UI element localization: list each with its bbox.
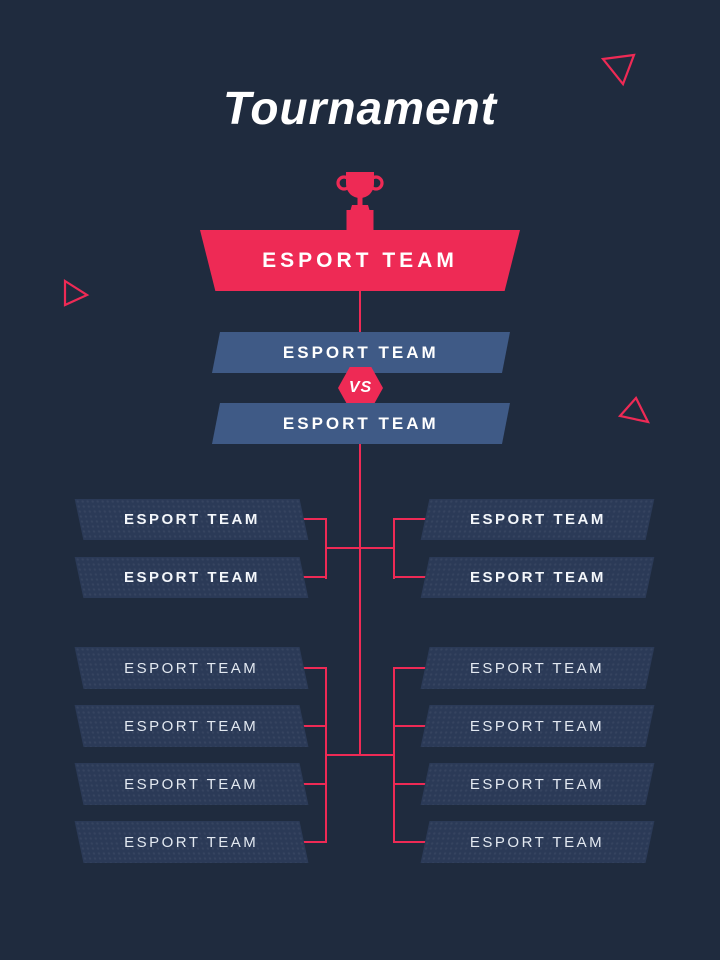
- team-label: ESPORT TEAM: [123, 511, 260, 528]
- bracket-connector-line: [300, 725, 327, 727]
- semifinal-slot-left-2: ESPORT TEAM: [74, 557, 309, 598]
- round1-slot-right-2: ESPORT TEAM: [420, 705, 655, 747]
- bracket-connector-line: [300, 841, 327, 843]
- team-label: ESPORT TEAM: [283, 413, 439, 433]
- triangle-decoration-left: [63, 278, 90, 307]
- bracket-connector-line: [393, 576, 426, 578]
- bracket-connector-line: [393, 518, 395, 579]
- team-label: ESPORT TEAM: [470, 659, 605, 677]
- bracket-connector-line: [300, 783, 327, 785]
- page-title: Tournament: [222, 82, 498, 134]
- bracket-connector-line: [393, 667, 395, 843]
- semifinal-slot-right-1: ESPORT TEAM: [420, 499, 655, 540]
- team-label: ESPORT TEAM: [470, 717, 605, 735]
- team-label: ESPORT TEAM: [469, 569, 606, 586]
- triangle-decoration-mid-right: [617, 396, 651, 424]
- trophy-icon: [336, 172, 384, 232]
- finals-slot-bottom: ESPORT TEAM: [212, 403, 510, 444]
- round1-slot-left-4: ESPORT TEAM: [74, 821, 309, 863]
- round1-slot-right-4: ESPORT TEAM: [420, 821, 655, 863]
- round1-slot-left-2: ESPORT TEAM: [74, 705, 309, 747]
- bracket-connector-line: [325, 754, 395, 756]
- bracket-center-line: [359, 291, 361, 755]
- bracket-connector-line: [393, 783, 426, 785]
- team-label: ESPORT TEAM: [124, 775, 259, 793]
- round1-slot-left-1: ESPORT TEAM: [74, 647, 309, 689]
- semifinal-slot-left-1: ESPORT TEAM: [74, 499, 309, 540]
- team-label: ESPORT TEAM: [470, 775, 605, 793]
- bracket-connector-line: [393, 667, 426, 669]
- bracket-connector-line: [393, 725, 426, 727]
- round1-slot-left-3: ESPORT TEAM: [74, 763, 309, 805]
- round1-slot-right-1: ESPORT TEAM: [420, 647, 655, 689]
- bracket-connector-line: [300, 518, 327, 520]
- semifinal-slot-right-2: ESPORT TEAM: [420, 557, 655, 598]
- champion-team-label: ESPORT TEAM: [262, 248, 458, 272]
- bracket-connector-line: [300, 667, 327, 669]
- team-label: ESPORT TEAM: [124, 659, 259, 677]
- round1-slot-right-3: ESPORT TEAM: [420, 763, 655, 805]
- champion-banner: ESPORT TEAM: [200, 230, 520, 291]
- bracket-connector-line: [325, 547, 395, 549]
- team-label: ESPORT TEAM: [470, 833, 605, 851]
- bracket-connector-line: [393, 518, 426, 520]
- triangle-decoration-top-right: [600, 53, 636, 87]
- finals-slot-top: ESPORT TEAM: [212, 332, 510, 373]
- team-label: ESPORT TEAM: [469, 511, 606, 528]
- team-label: ESPORT TEAM: [124, 833, 259, 851]
- bracket-connector-line: [300, 576, 327, 578]
- team-label: ESPORT TEAM: [283, 342, 439, 362]
- bracket-connector-line: [393, 841, 426, 843]
- vs-label: VS: [348, 379, 373, 396]
- team-label: ESPORT TEAM: [123, 569, 260, 586]
- team-label: ESPORT TEAM: [124, 717, 259, 735]
